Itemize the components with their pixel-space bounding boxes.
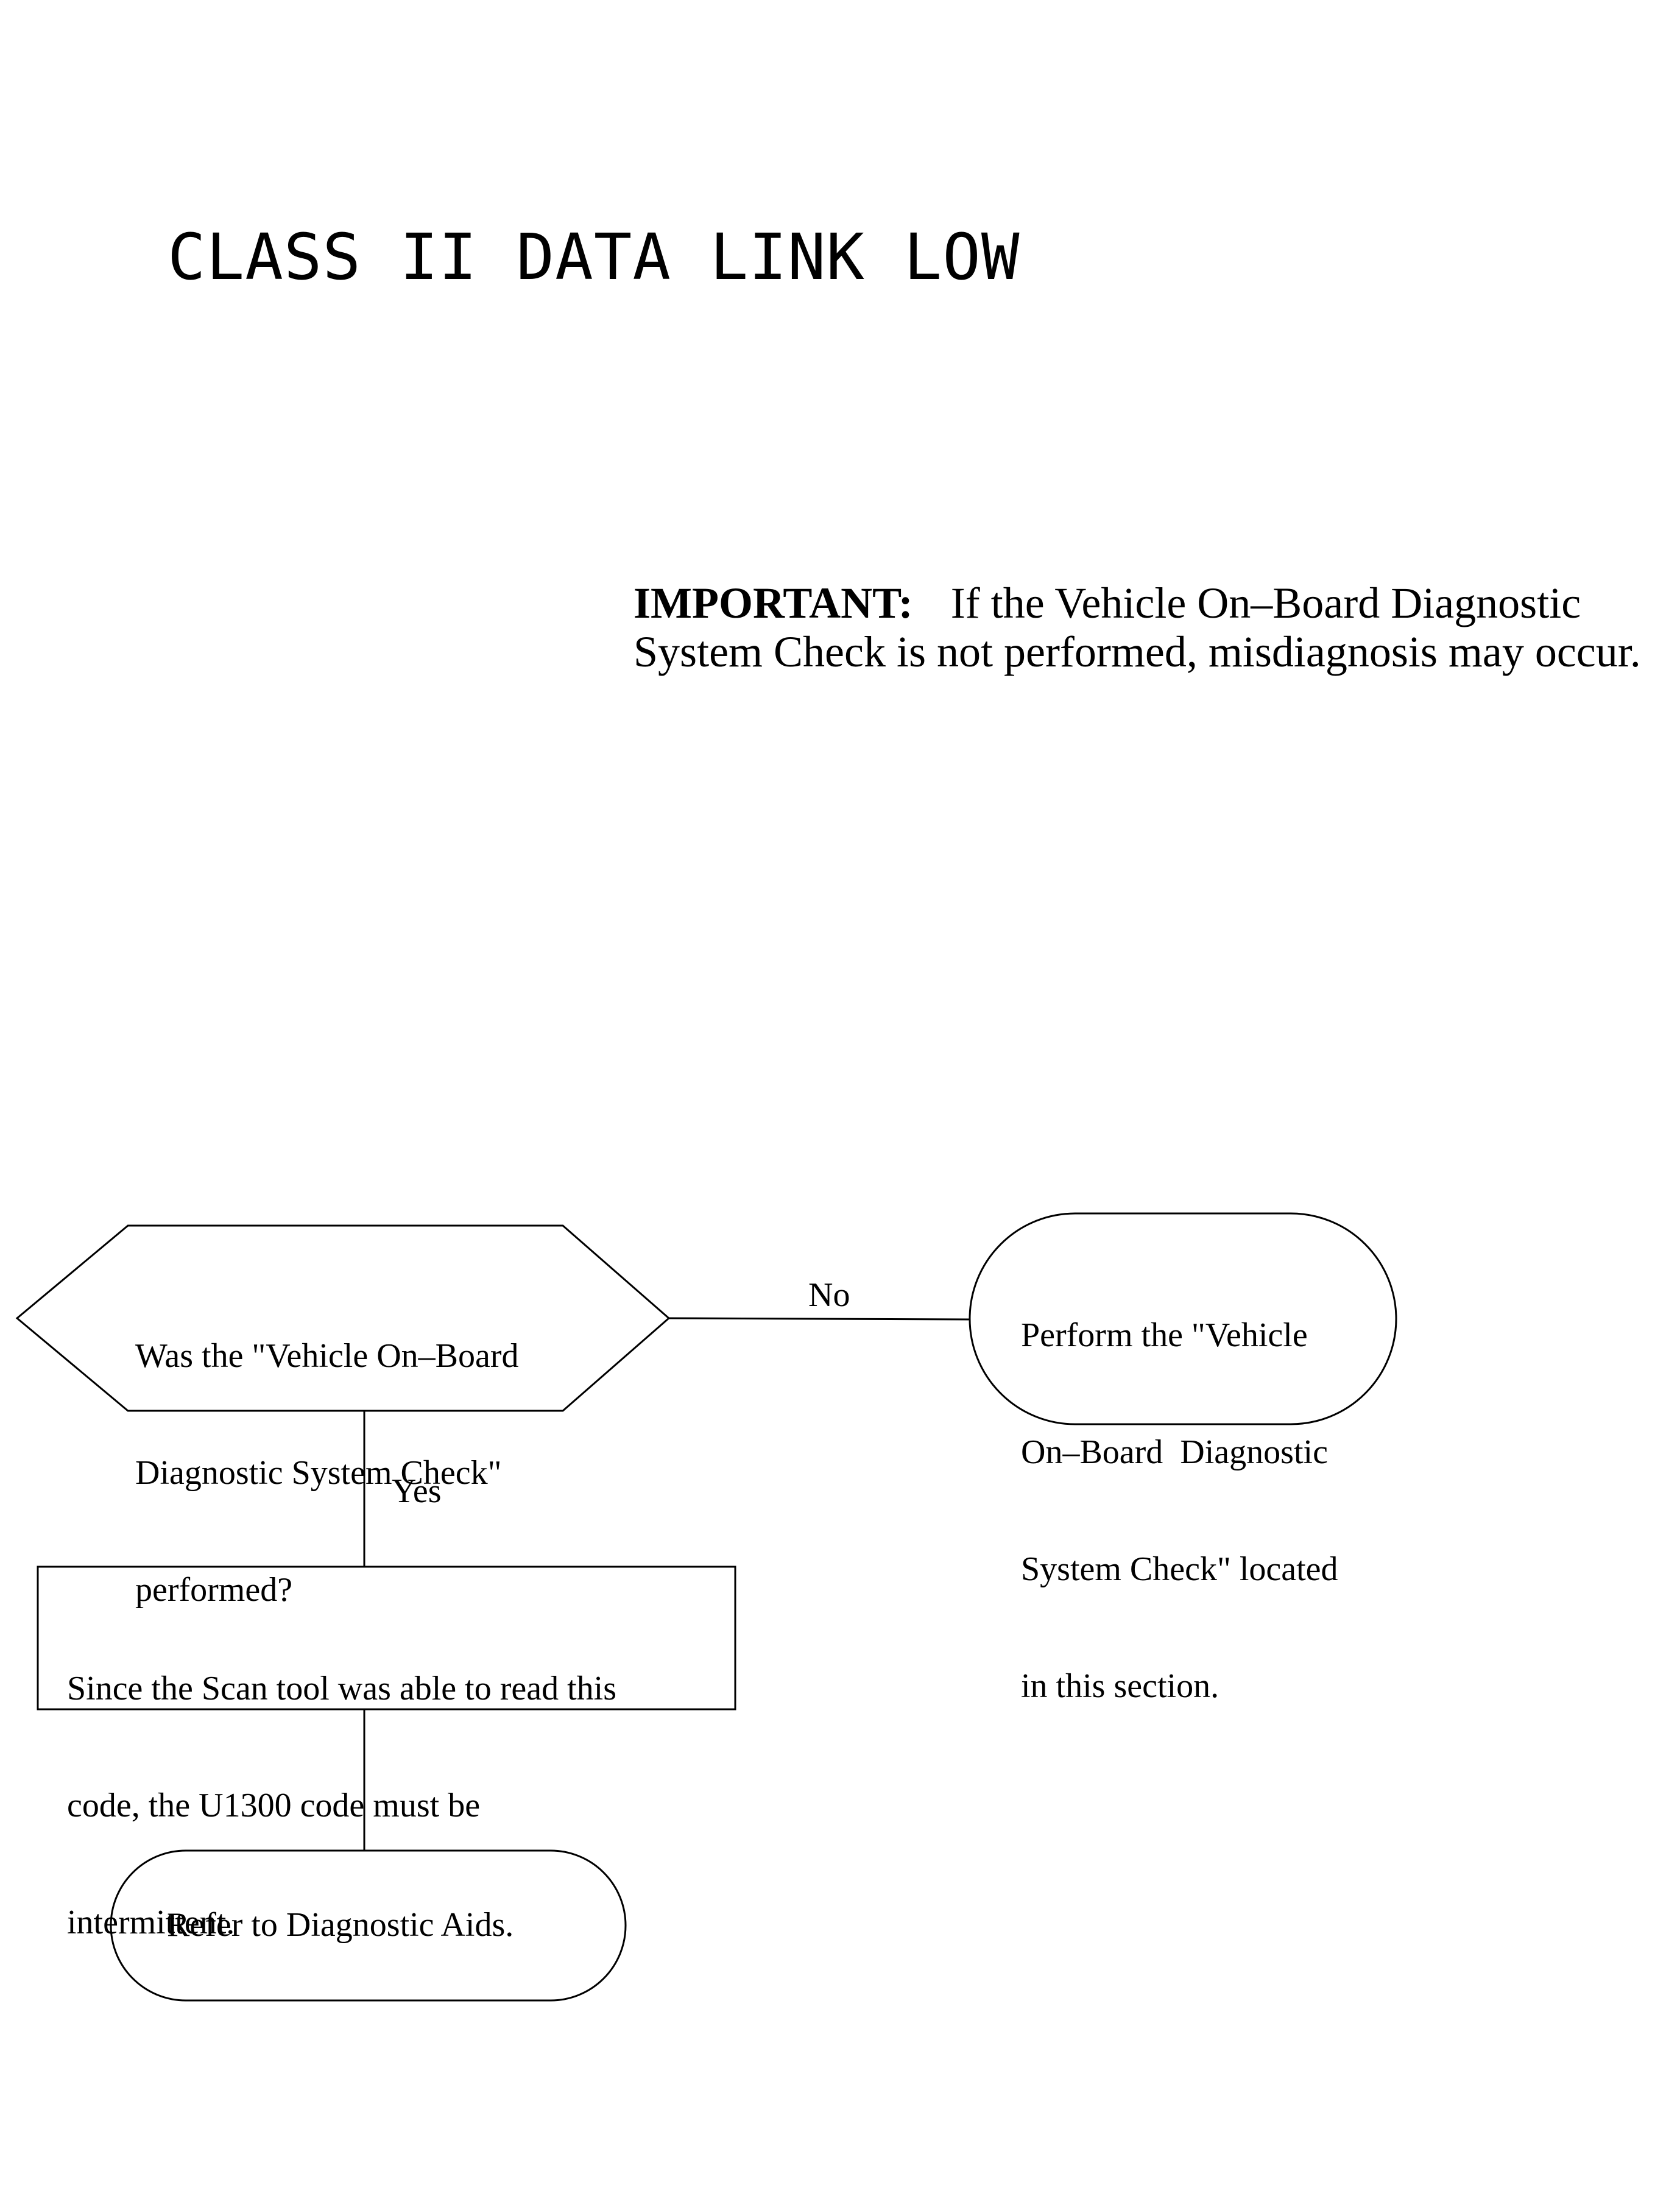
perform-check-line-2: On–Board Diagnostic (1021, 1433, 1328, 1471)
decision-line-1: Was the "Vehicle On–Board (135, 1337, 519, 1375)
page-title: CLASS II DATA LINK LOW (168, 220, 1020, 294)
connector-no (668, 1317, 970, 1321)
important-note: IMPORTANT: If the Vehicle On–Board Diagno… (634, 579, 1669, 676)
intermittent-line-3: intermittent. (67, 1904, 235, 1941)
decision-line-2: Diagnostic System Check" (135, 1454, 502, 1492)
intermittent-text: Since the Scan tool was able to read thi… (67, 1591, 616, 1981)
decision-line-3: performed? (135, 1571, 293, 1609)
decision-hexagon (15, 1224, 671, 1412)
intermittent-line-2: code, the U1300 code must be (67, 1787, 481, 1824)
intermittent-line-1: Since the Scan tool was able to read thi… (67, 1670, 616, 1707)
important-text-1: If the Vehicle On–Board Diagnostic (950, 579, 1581, 627)
important-text-2: System Check is not performed, misdiagno… (634, 627, 1641, 676)
perform-check-text: Perform the "Vehicle On–Board Diagnostic… (1021, 1238, 1338, 1745)
end-terminal (110, 1849, 627, 2002)
perform-check-line-3: System Check" located (1021, 1550, 1338, 1588)
intermittent-process-box (37, 1566, 736, 1710)
edge-label-yes: Yes (392, 1472, 442, 1510)
edge-label-no: No (808, 1276, 850, 1314)
important-note-line-1: IMPORTANT: If the Vehicle On–Board Diagno… (634, 579, 1669, 627)
decision-text: Was the "Vehicle On–Board Diagnostic Sys… (135, 1259, 519, 1648)
perform-check-line-1: Perform the "Vehicle (1021, 1316, 1308, 1354)
perform-check-line-4: in this section. (1021, 1667, 1219, 1705)
important-label: IMPORTANT: (634, 579, 913, 627)
perform-check-terminal (969, 1212, 1397, 1425)
end-text: Refer to Diagnostic Aids. (167, 1906, 514, 1944)
